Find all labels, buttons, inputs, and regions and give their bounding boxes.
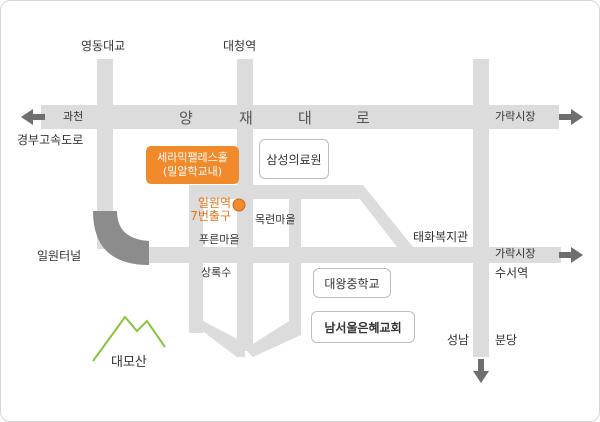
label-yeongdong-bridge: 영동대교 [81,39,126,53]
label-mountain: 대모산 [111,355,147,370]
road-name-char-4: 로 [356,109,370,127]
station-exit-line2: 7번출구 [190,209,231,223]
samsung-hospital-box: 삼성의료원 [259,139,329,179]
arrow-right-top [559,109,583,125]
label-suseo-station: 수서역 [495,266,529,280]
road-name-char-2: 재 [239,109,253,127]
label-bundang: 분당 [495,333,518,347]
daewang-middle-school-box: 대왕중학교 [313,268,391,298]
arrow-right-lower [559,247,583,263]
road-inner-v1 [189,185,203,333]
road-inner-v3 [289,263,301,335]
road-yeongdong [97,59,113,249]
road-name-char-1: 양 [179,109,193,127]
label-garak-market-top: 가락시장 [495,110,536,123]
label-irwon-tunnel: 일원터널 [37,249,82,263]
label-pureun-village: 푸른마을 [199,233,240,246]
arrow-left [21,109,45,125]
road-inner-h [189,185,359,199]
label-gyeongbu-expressway: 경부고속도로 [17,133,84,147]
label-gwacheon: 과천 [63,110,84,123]
destination-subname: (밀알학교내) [162,165,223,178]
samsung-hospital-label: 삼성의료원 [266,152,322,167]
road-bottom-left [189,321,245,357]
mountain-icon [92,315,166,362]
church-box: 남서울은혜교회 [311,311,415,343]
road-inner-v2 [289,199,301,249]
label-sangnoksu: 상록수 [201,266,232,279]
station-marker [232,198,246,212]
station-exit-label: 일원역 7번출구 [181,197,231,223]
church-label: 남서울은혜교회 [324,320,402,335]
label-daecheong-station: 대청역 [223,39,257,53]
destination-box: 세라믹팰레스홀 (밀알학교내) [146,146,239,184]
road-bottom-right [245,321,301,357]
road-name-char-3: 대 [298,109,312,127]
irwon-tunnel [93,211,149,265]
label-seongnam: 성남 [447,333,470,347]
label-taehwa-welfare: 태화복지관 [413,230,469,244]
daewang-middle-school-label: 대왕중학교 [324,276,380,291]
arrow-down [473,359,489,383]
main-road [41,105,559,129]
road-east [473,59,489,357]
label-garak-market-lower: 가락시장 [495,247,536,260]
road-diagonal [349,185,413,247]
destination-name: 세라믹팰레스홀 [157,151,228,164]
station-exit-line1: 일원역 [197,196,231,210]
label-mongnyeon-village: 목련마을 [255,213,296,226]
